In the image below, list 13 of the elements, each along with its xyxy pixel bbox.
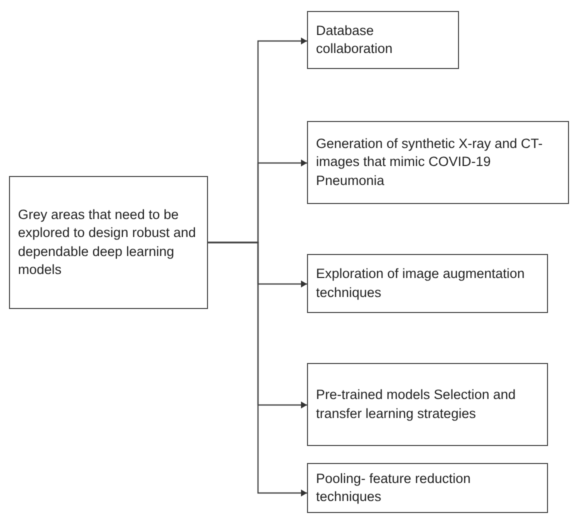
box-text: Exploration of image augmentation techniques	[316, 265, 526, 302]
box-text: Grey areas that need to be explored to design robust and dependable deep learning models	[18, 206, 197, 279]
text-box	[307, 254, 548, 313]
text-box	[307, 363, 548, 446]
text-box	[307, 121, 569, 204]
arrow	[208, 242, 307, 496]
box-text: Pooling- feature reduction techniques	[316, 470, 472, 506]
box-text: Generation of synthetic X-ray and CT-images that mimic COVID-19 Pneumonia	[316, 135, 544, 190]
text-box	[307, 463, 548, 513]
text-box	[307, 11, 459, 69]
box-text: Pre-trained models Selection and transfer learning strategies	[316, 386, 517, 423]
text-box	[9, 176, 208, 309]
box-text: Database collaboration	[316, 22, 394, 58]
